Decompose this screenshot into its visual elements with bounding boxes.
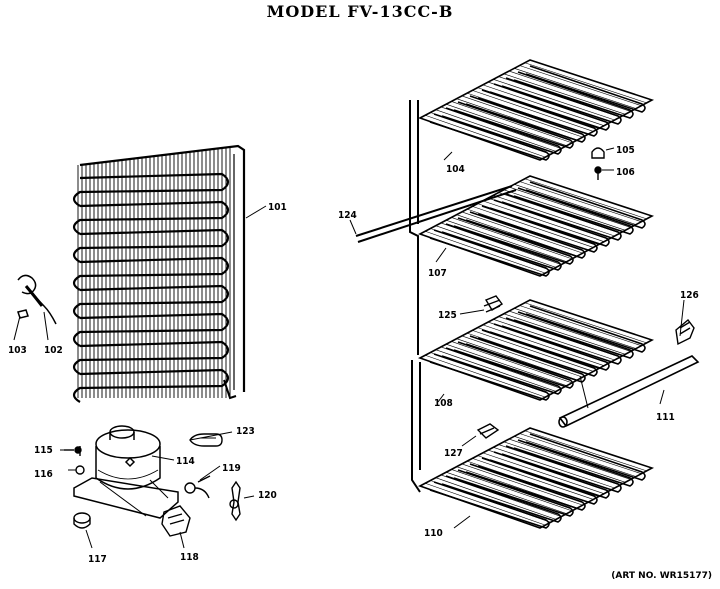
part-labels: 101 102 103 104 105 106 107 108 110 111 114 115 116 1… — [8, 145, 699, 565]
art-number-note: (ART NO. WR15177) — [611, 571, 712, 581]
part-label-116: 116 — [34, 469, 53, 480]
part-label-124: 124 — [338, 210, 357, 221]
small-parts-evaporator — [476, 147, 695, 439]
part-label-123: 123 — [236, 426, 255, 437]
part-label-117: 117 — [88, 554, 107, 565]
part-label-104: 104 — [446, 164, 465, 175]
part-label-106: 106 — [616, 167, 635, 178]
part-label-103: 103 — [8, 345, 27, 356]
part-label-127: 127 — [444, 448, 463, 459]
shelf-2 — [418, 175, 655, 277]
part-label-111: 111 — [656, 412, 675, 423]
small-parts-compressor — [64, 433, 241, 537]
part-label-108: 108 — [434, 398, 453, 409]
tube-124 — [355, 185, 517, 243]
part-label-119: 119 — [222, 463, 241, 474]
evaporator-shelves — [418, 59, 655, 529]
compressor — [73, 425, 179, 519]
part-label-101: 101 — [268, 202, 287, 213]
shelf-4 — [418, 427, 655, 529]
part-label-118: 118 — [180, 552, 199, 563]
diagram-title: MODEL FV-13CC-B — [266, 2, 454, 21]
evaporator-frame — [409, 100, 421, 493]
part-label-115: 115 — [34, 445, 53, 456]
part-label-125: 125 — [438, 310, 457, 321]
condenser-coil — [72, 144, 246, 403]
part-label-105: 105 — [616, 145, 635, 156]
bar-111 — [558, 355, 700, 428]
part-label-126: 126 — [680, 290, 699, 301]
part-label-110: 110 — [424, 528, 443, 539]
part-label-120: 120 — [258, 490, 277, 501]
part-label-102: 102 — [44, 345, 63, 356]
relay-overload-part — [17, 274, 57, 325]
part-label-114: 114 — [176, 456, 195, 467]
part-label-107: 107 — [428, 268, 447, 279]
leader-lines — [13, 147, 685, 549]
shelf-1 — [418, 59, 655, 161]
shelf-3 — [418, 299, 655, 401]
